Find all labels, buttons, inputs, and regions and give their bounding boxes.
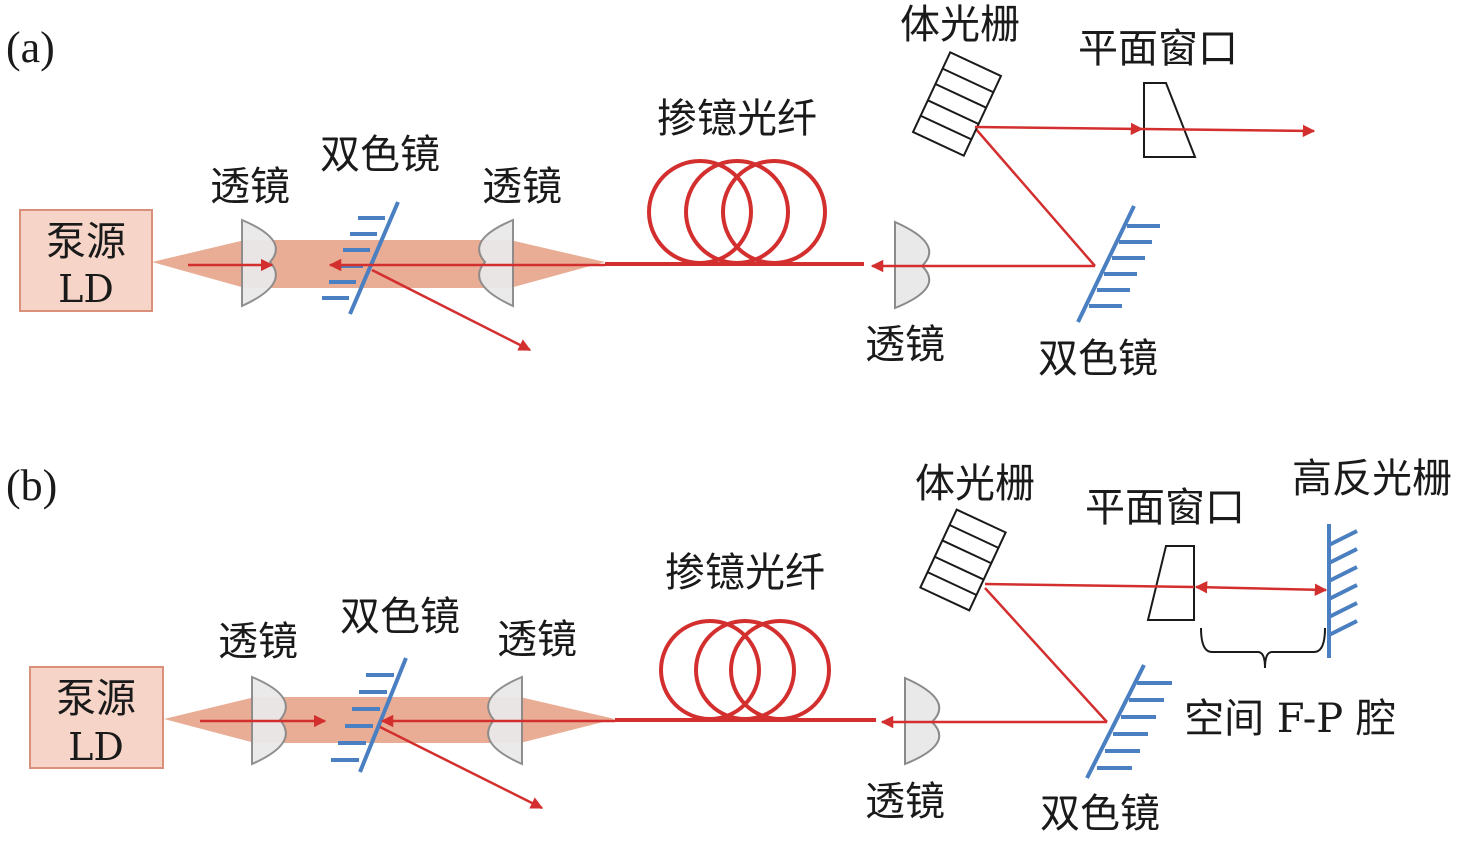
vbg-label: 体光栅 [900,2,1020,48]
pump-label-line2: LD [68,725,124,769]
lens-right [478,218,514,308]
window-label: 平面窗口 [1078,26,1238,72]
cavity-brace [1200,627,1326,669]
doped-fiber-coil [615,619,876,722]
doped-fiber-coil [605,159,864,266]
pump-label-line2: LD [58,267,114,311]
panel-label-a: (a) [6,23,55,72]
dichroic-right-label: 双色镜 [1040,791,1160,837]
lens-right-label: 透镜 [482,164,562,210]
panel-label-b: (b) [6,461,57,510]
beam-to-vbg [984,587,1108,723]
lens-left-label: 透镜 [218,619,298,665]
dichroic-left-label: 双色镜 [340,594,460,640]
lens-bottom-label: 透镜 [865,322,945,368]
panel-a: (a) 泵源 LD 透镜 双色镜 透镜 [6,2,1316,382]
window-label: 平面窗口 [1085,485,1245,531]
lens-left-label: 透镜 [210,164,290,210]
fiber-label: 掺镱光纤 [665,550,825,596]
hr-grating [1327,524,1358,658]
pump-label-line1: 泵源 [56,676,136,722]
vbg-label: 体光栅 [915,461,1035,507]
dichroic-mirror-right [1076,205,1160,323]
cavity-label: 空间 F-P 腔 [1184,696,1396,742]
volume-grating [919,508,1007,612]
volume-grating [911,50,1003,158]
pump-ld-box: 泵源 LD [19,209,153,312]
flat-window [1146,545,1195,621]
lens-right-label: 透镜 [497,617,577,663]
beam-vbg-to-window [984,582,1195,589]
beam-vbg-to-window [974,122,1144,136]
beam-to-vbg [974,127,1096,267]
pump-label-line1: 泵源 [46,219,126,265]
beam-reflected-out [379,725,544,810]
dichroic-mirror-right [1085,664,1172,779]
beam-reflected-out [371,268,532,352]
dichroic-left-label: 双色镜 [320,132,440,178]
dichroic-right-label: 双色镜 [1038,336,1158,382]
lens-bottom-label: 透镜 [865,779,945,825]
pump-ld-box: 泵源 LD [29,666,164,769]
hr-grating-label: 高反光栅 [1292,456,1452,502]
lens-left [241,218,277,308]
beam-cavity-bidirectional [1194,581,1328,596]
fiber-label: 掺镱光纤 [657,96,817,142]
flat-window [1143,82,1197,158]
beam-output [1141,124,1316,138]
panel-b: (b) 泵源 LD 透镜 双色镜 透镜 [6,456,1452,837]
